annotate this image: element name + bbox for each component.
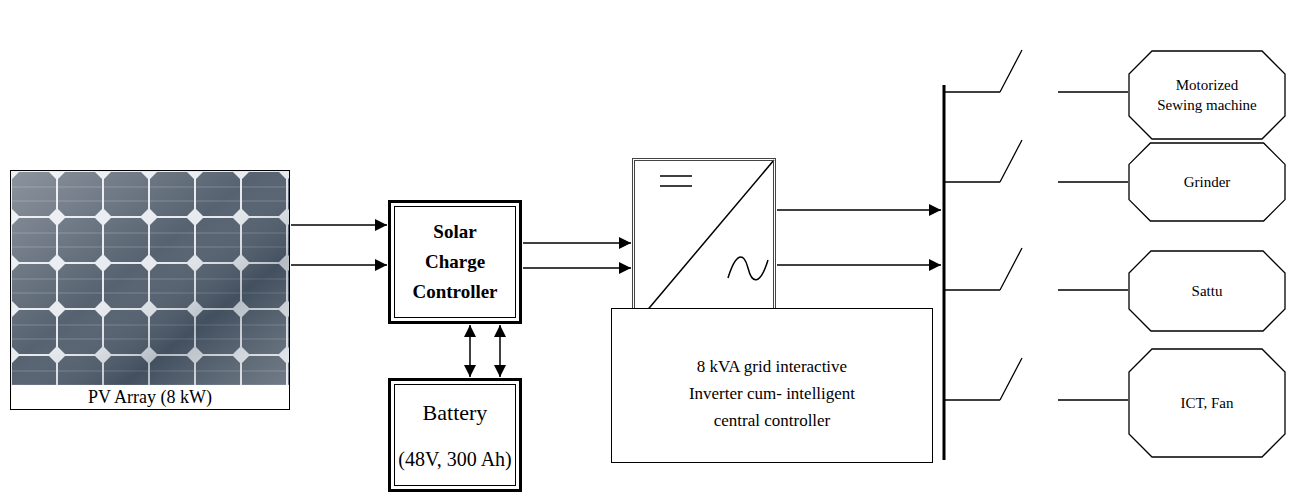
octagon-shape: [1129, 51, 1285, 139]
load-octagon: Grinder: [1128, 142, 1286, 222]
load-name: Motorized Sewing machine: [1154, 75, 1260, 115]
inverter-box: 8 kVA grid interactive Inverter cum- int…: [632, 158, 776, 328]
octagon-shape: [1129, 251, 1285, 331]
load-octagon: ICT, Fan: [1128, 348, 1286, 458]
pv-array-box: PV Array (8 kW): [10, 170, 290, 410]
octagon-outline: [1128, 50, 1286, 140]
power-connector: [499, 325, 501, 377]
power-connector: [291, 264, 387, 266]
node-subtitle: (48V, 300 Ah): [398, 447, 512, 471]
octagon-shape: [1129, 143, 1285, 221]
output-arrows: [777, 210, 941, 265]
load-name: ICT, Fan: [1180, 393, 1233, 413]
power-connector: [523, 242, 631, 244]
octagon-shape: [1129, 349, 1285, 457]
node-title: Solar Charge Controller: [402, 217, 508, 307]
battery-box: Battery (48V, 300 Ah): [388, 378, 522, 492]
load-switches: [944, 50, 1128, 400]
inverter-symbol: [634, 160, 774, 326]
power-connector: [523, 267, 631, 269]
load-octagon: Sattu: [1128, 250, 1286, 332]
node-label: PV Array (8 kW): [88, 386, 212, 408]
charge-controller-box: Solar Charge Controller: [388, 200, 522, 324]
load-octagon: Motorized Sewing machine: [1128, 50, 1286, 140]
solar-panel-photo: [11, 171, 289, 385]
label-strip: PV Array (8 kW): [11, 385, 289, 409]
inverter-label: 8 kVA grid interactive Inverter cum- int…: [670, 353, 875, 434]
bus-bar: [943, 85, 946, 460]
inverter-label-box: 8 kVA grid interactive Inverter cum- int…: [611, 308, 933, 463]
power-connector: [469, 325, 471, 377]
load-name: Sattu: [1192, 281, 1223, 301]
power-connector: [291, 224, 387, 226]
load-name: Grinder: [1184, 172, 1231, 192]
node-title: Battery: [423, 400, 488, 426]
